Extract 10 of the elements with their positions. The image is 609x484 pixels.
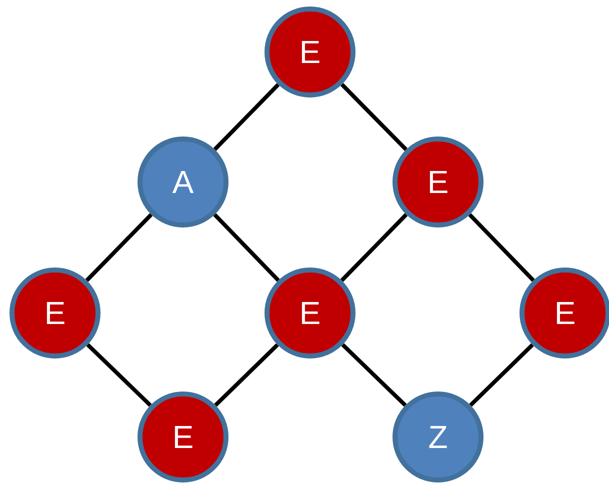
connector-line [468, 213, 535, 282]
connector-line [86, 343, 152, 407]
connector-line [469, 343, 534, 407]
connector-line [214, 343, 279, 407]
connector-line [85, 213, 153, 282]
connector-line [340, 83, 408, 151]
connector-line [341, 343, 407, 407]
connector-line [213, 213, 280, 282]
connector-line [213, 83, 280, 151]
connector-line [340, 213, 408, 282]
